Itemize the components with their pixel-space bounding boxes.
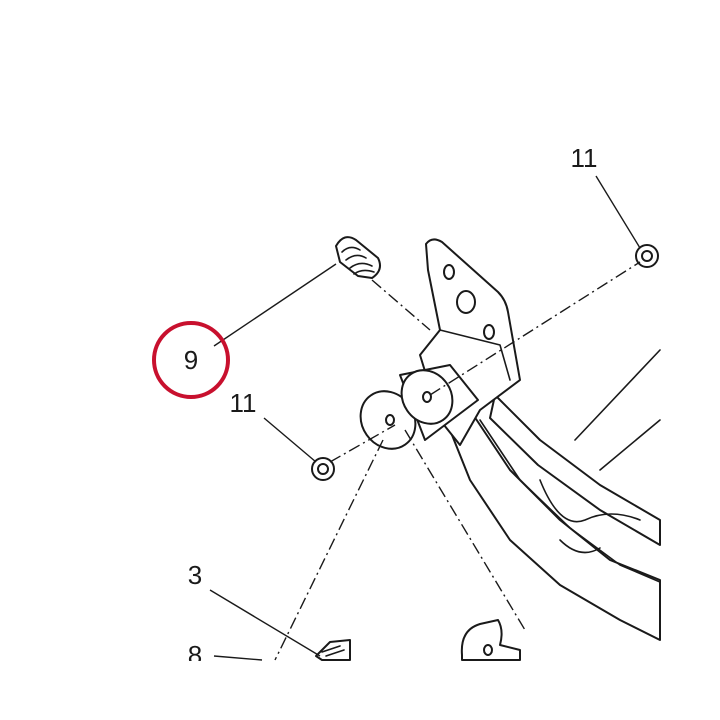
assembly-axes [274,261,641,661]
nut-part-top [635,244,659,268]
lower-bracket-part [460,619,521,661]
rubber-bushing-part [335,236,381,279]
callout-11-left: 11 [230,388,257,418]
bracket-hole-icon [443,264,455,280]
callout-3: 3 [188,560,202,590]
pivot-hole-icon [385,414,395,426]
callout-9: 9 [184,345,198,375]
crop-mask [0,661,720,720]
highlight-circle [152,321,230,399]
nut-part-left [311,457,335,481]
bolt-part [315,639,351,661]
wiper-linkage-frame [449,349,661,641]
pivot-hole-icon [422,391,432,403]
pivot-cylinder [359,364,479,450]
bracket-hole-icon [483,324,495,340]
callout-11-top: 11 [571,143,598,173]
leader-lines [209,175,641,661]
bracket-hole-icon [456,290,476,314]
